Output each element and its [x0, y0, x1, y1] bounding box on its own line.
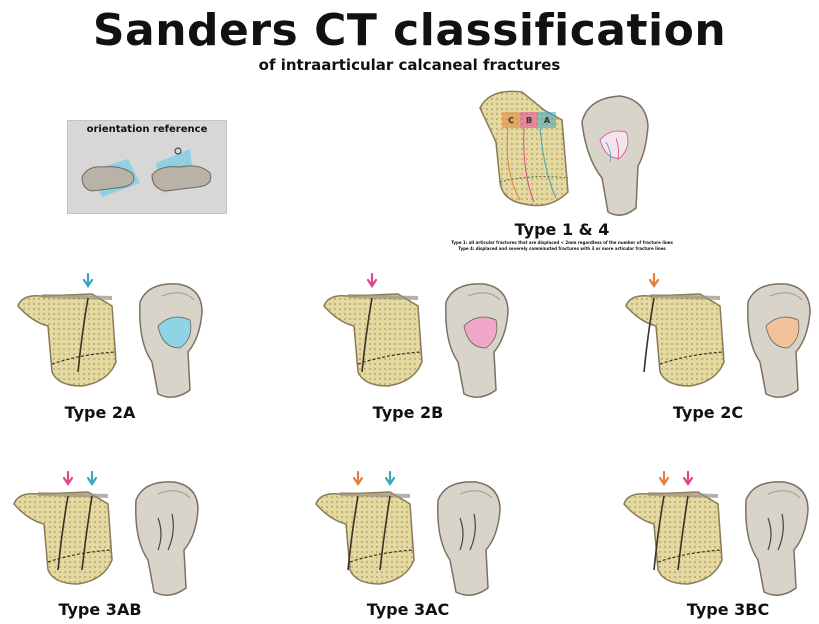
type-3bc-label: Type 3BC	[648, 600, 808, 620]
arrow-down-icon	[88, 472, 96, 484]
type-3ab-label: Type 3AB	[20, 600, 180, 620]
arrow-down-icon	[354, 472, 362, 484]
type-2b-articular-surface	[348, 296, 418, 298]
type-3ac-label: Type 3AC	[328, 600, 488, 620]
arrow-down-icon	[368, 274, 376, 286]
type-2a-articular-surface	[42, 296, 112, 298]
type-2c-illustration	[626, 274, 810, 397]
type-2a-label: Type 2A	[20, 403, 180, 423]
type-3bc-coronal-section	[624, 492, 722, 584]
arrow-down-icon	[684, 472, 692, 484]
type-3bc-3d-bone	[746, 482, 808, 595]
type-2a-coronal-section	[18, 294, 116, 386]
type-3ac-3d-bone	[438, 482, 500, 595]
arrow-down-icon	[386, 472, 394, 484]
type-3bc-articular-surface	[648, 494, 718, 496]
arrow-down-icon	[64, 472, 72, 484]
type-2b-illustration	[324, 274, 508, 397]
type-3bc-illustration	[624, 472, 808, 595]
type-3ac-coronal-section	[316, 492, 414, 584]
arrow-down-icon	[650, 274, 658, 286]
type-3ab-coronal-section	[14, 492, 112, 584]
type-3ab-illustration	[14, 472, 198, 595]
type-2b-label: Type 2B	[328, 403, 488, 423]
type-2c-articular-surface	[650, 296, 720, 298]
type-2b-coronal-section	[324, 294, 422, 386]
type-3ab-3d-bone	[136, 482, 198, 595]
type-2a-illustration	[18, 274, 202, 397]
arrow-down-icon	[84, 274, 92, 286]
type-3ab-articular-surface	[38, 494, 108, 496]
type-3ac-illustration	[316, 472, 500, 595]
type-3ac-articular-surface	[340, 494, 410, 496]
type-2c-coronal-section	[626, 294, 724, 386]
type-2c-label: Type 2C	[628, 403, 788, 423]
arrow-down-icon	[660, 472, 668, 484]
